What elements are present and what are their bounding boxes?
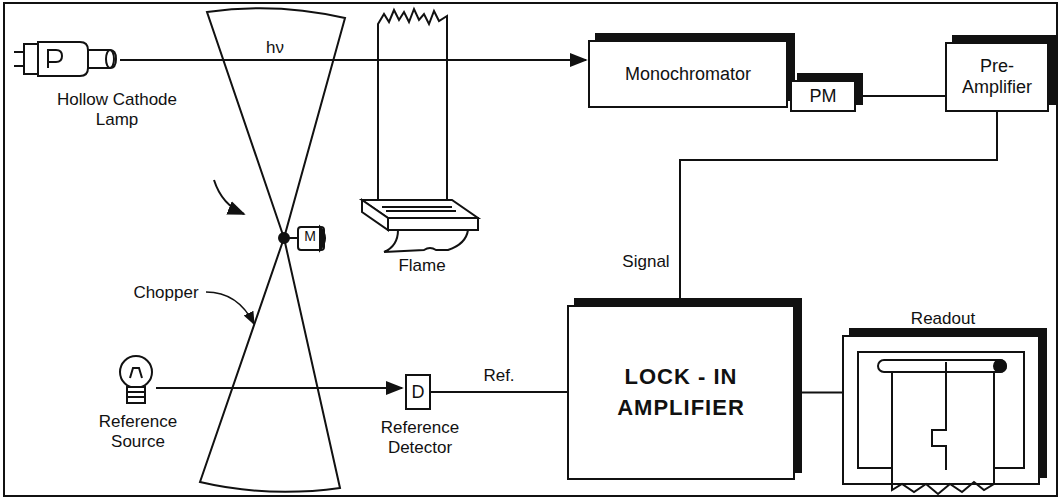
- chopper-motor: [279, 227, 325, 250]
- part-label: Reference Source: [88, 412, 188, 451]
- reference-lamp: [130, 368, 142, 378]
- chopper-blade: [200, 238, 340, 492]
- box-text: PM: [810, 86, 837, 107]
- chopper-motor: [298, 227, 324, 250]
- hollow-cathode-lamp: [24, 44, 38, 74]
- rotation-arrow: [214, 180, 244, 214]
- motor-label: M: [300, 228, 320, 244]
- reference-beam: [156, 387, 402, 389]
- detector-box: PM: [790, 80, 856, 112]
- part-label: Hollow Cathode Lamp: [42, 90, 192, 129]
- box-text: Pre- Amplifier: [947, 56, 1047, 97]
- chart-recorder: [945, 362, 947, 418]
- reference-lamp: [120, 356, 152, 403]
- photon-label: hν: [255, 38, 295, 58]
- monochromator-box: Monochromator: [588, 40, 788, 108]
- wire-label: Ref.: [481, 366, 516, 386]
- signal-wire: [856, 95, 945, 97]
- chopper-blade: [200, 8, 345, 492]
- flame-burner: [378, 9, 447, 200]
- reference-lamp: [120, 356, 152, 388]
- hollow-cathode-lamp: [14, 42, 116, 76]
- readout-box: Readout: [842, 335, 1040, 485]
- flame-burner: [362, 200, 388, 230]
- chart-recorder: [892, 372, 994, 494]
- detector-box: DReference Detector: [405, 374, 431, 410]
- chopper-motor: [289, 237, 298, 239]
- hollow-cathode-lamp: [14, 65, 24, 67]
- part-label: Flame: [392, 256, 452, 276]
- box-heading: Reference Detector: [365, 418, 475, 457]
- hollow-cathode-lamp: [88, 50, 116, 68]
- box-heading: Readout: [844, 309, 1042, 329]
- lock-in-box: LOCK - IN AMPLIFIER: [567, 305, 795, 480]
- flame-burner: [386, 210, 456, 212]
- box-text: LOCK - IN AMPLIFIER: [581, 362, 781, 424]
- signal-wire: [680, 112, 997, 305]
- hollow-cathode-lamp: [48, 50, 62, 68]
- hollow-cathode-lamp: [14, 51, 24, 53]
- flame-burner: [382, 206, 452, 208]
- part-label: Chopper: [130, 283, 202, 303]
- chopper-motor: [320, 227, 325, 250]
- amplifier-box: Pre- Amplifier: [945, 42, 1049, 112]
- flame-burner: [362, 9, 478, 252]
- light-beam: [120, 59, 586, 61]
- chopper-blade: [207, 8, 345, 238]
- frame-border: [4, 3, 1057, 496]
- chart-recorder: [994, 360, 1006, 372]
- reference-lamp: [127, 391, 145, 393]
- box-text: Monochromator: [625, 64, 751, 85]
- hollow-cathode-lamp: [38, 42, 88, 76]
- leader-arrow: [206, 292, 254, 324]
- reference-lamp: [127, 387, 145, 403]
- wire-label: Signal: [620, 252, 671, 272]
- chopper-motor: [279, 233, 289, 243]
- signal-wire: [795, 392, 842, 394]
- flame-burner: [388, 218, 478, 230]
- chart-recorder: [858, 352, 1024, 494]
- hollow-cathode-lamp: [106, 50, 114, 68]
- chart-recorder: [932, 418, 946, 470]
- signal-wire: [431, 391, 567, 393]
- box-text: D: [412, 382, 425, 403]
- flame-burner: [384, 230, 468, 252]
- reference-lamp: [127, 396, 145, 398]
- chart-recorder: [878, 360, 1006, 372]
